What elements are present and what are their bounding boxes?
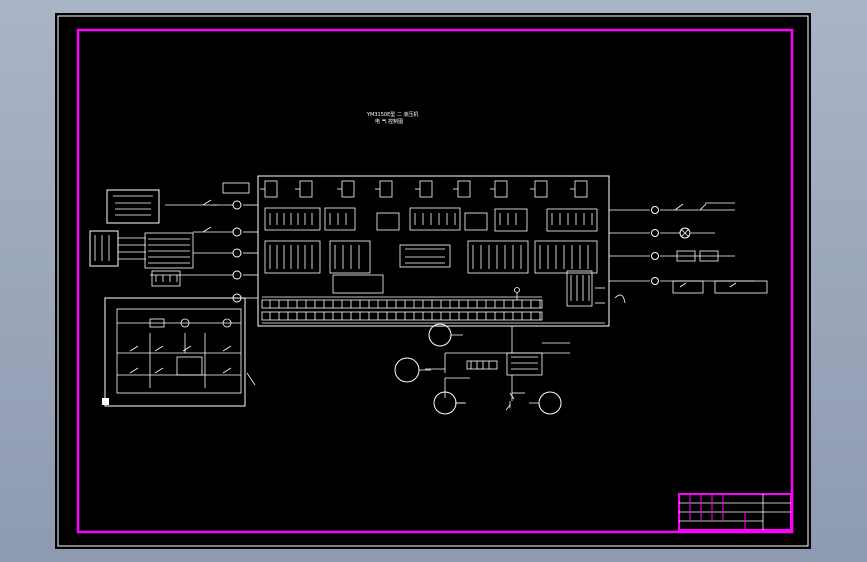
drawing-border (76, 28, 794, 534)
lamp-icon (232, 270, 242, 280)
outer-frame (57, 15, 809, 547)
left-input-section (89, 182, 258, 407)
schematic-canvas: YM3150E型 二 液压机 电 气 控制图 (57, 15, 809, 547)
lamp-icon (679, 227, 691, 239)
lamp-icon (651, 229, 659, 237)
lamp-icon (232, 227, 242, 237)
lamp-icon (232, 248, 242, 258)
control-panel (257, 175, 610, 327)
drawing-title-line2: 电 气 控制图 (375, 118, 403, 125)
terminal-strip (261, 296, 605, 324)
motor-icon (538, 391, 562, 415)
motor-section (394, 323, 570, 415)
motor-icon (428, 323, 452, 347)
lamp-icon (651, 252, 659, 260)
right-output-section (609, 202, 768, 304)
lamp-icon (232, 200, 242, 210)
ground-icon (102, 398, 109, 405)
lamp-icon (651, 206, 659, 214)
title-block (678, 493, 792, 531)
drawing-title-line1: YM3150E型 二 液压机 (366, 111, 418, 118)
lamp-icon (651, 277, 659, 285)
motor-icon (394, 357, 420, 383)
drawing-sheet[interactable]: YM3150E型 二 液压机 电 气 控制图 (55, 13, 811, 549)
